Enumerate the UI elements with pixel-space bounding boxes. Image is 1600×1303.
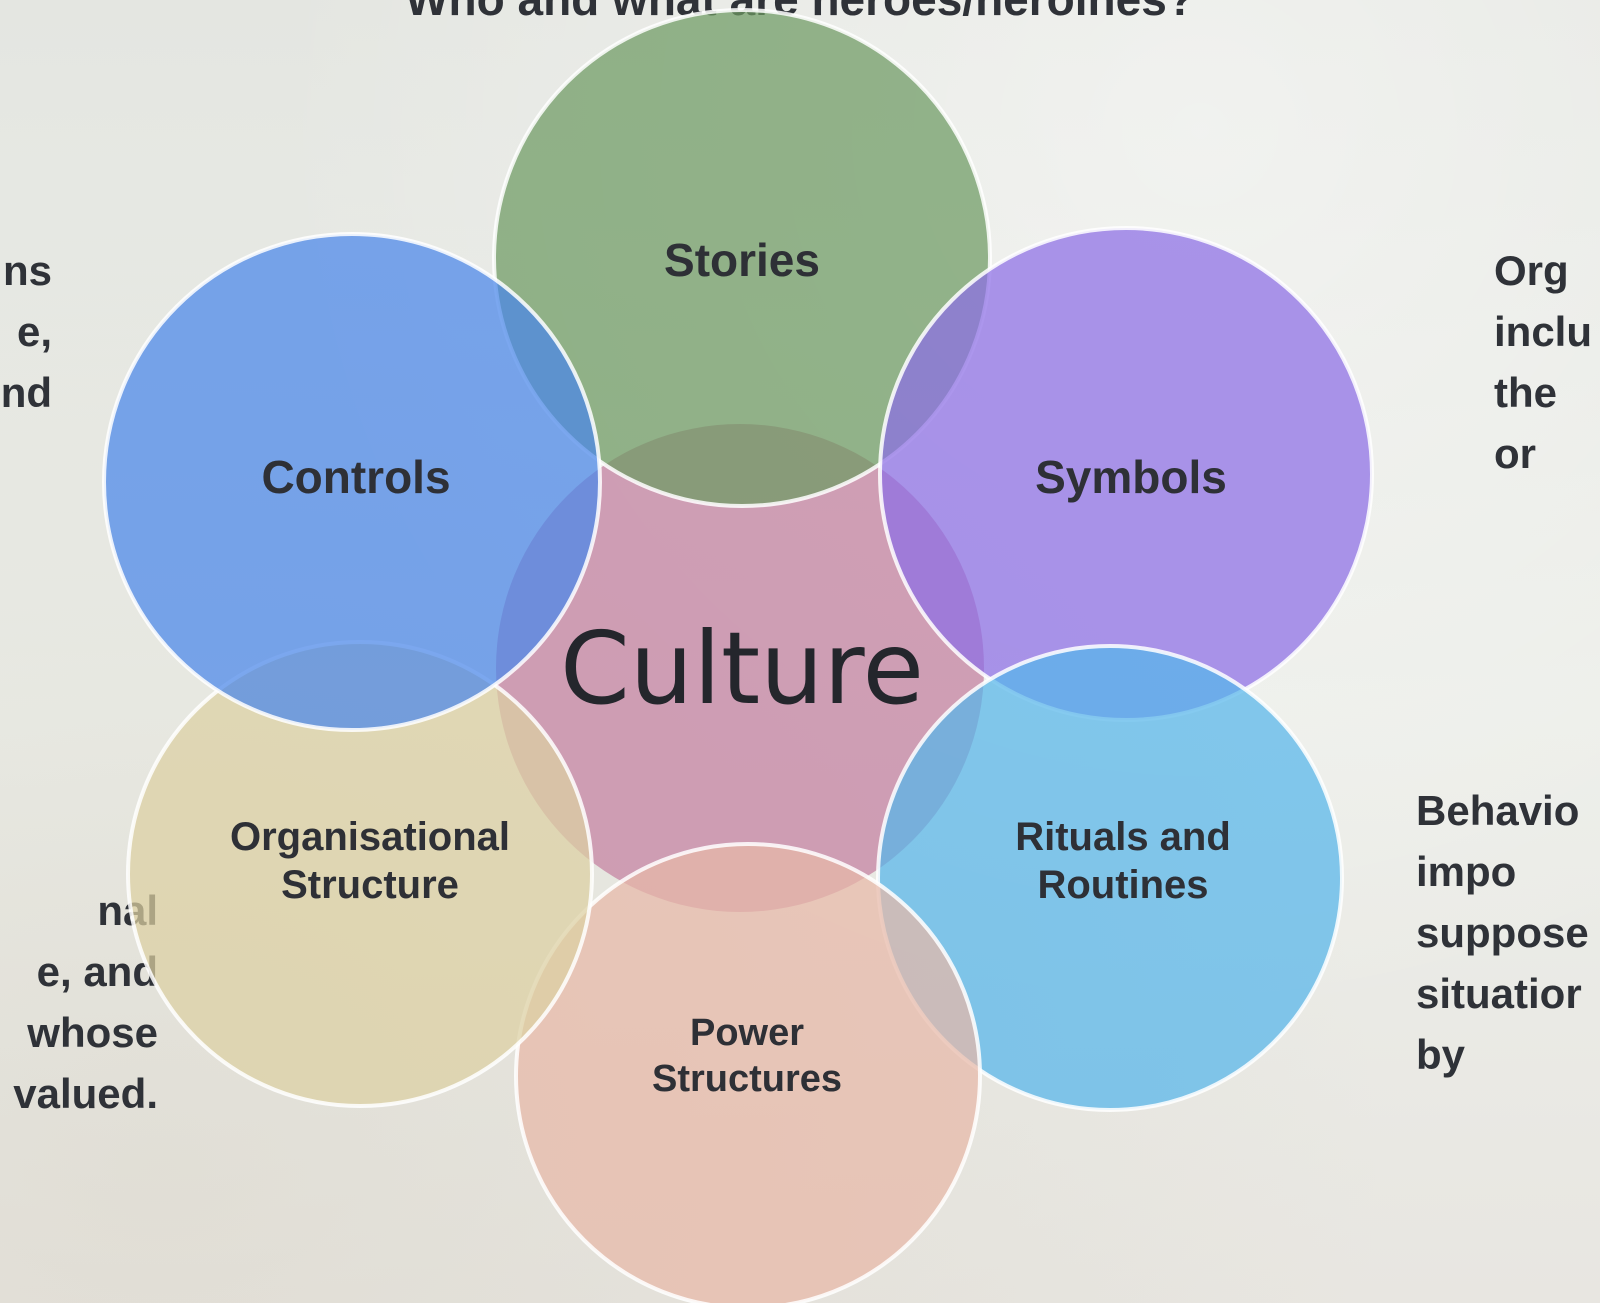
controls-label-line: Controls (261, 451, 450, 503)
side-line: the (1494, 369, 1557, 416)
center-layer (496, 424, 984, 912)
side-line: e, and (36, 948, 158, 995)
side-line: ns (2, 247, 52, 294)
rituals-label-line: Routines (1037, 863, 1208, 907)
side-line: situatior (1416, 970, 1582, 1017)
power-label-line: Structures (652, 1058, 842, 1100)
side-line: by (1416, 1031, 1466, 1078)
side-line: valued. (13, 1070, 158, 1117)
stories-label: Stories (664, 234, 820, 286)
side-line: or (1494, 430, 1536, 477)
controls-label: Controls (261, 451, 450, 503)
side-line: inclu (1494, 308, 1593, 355)
side-text-right-top: Org inclu the or (1494, 240, 1592, 484)
side-text-left-top: ns e, nd (1, 240, 52, 423)
side-line: Org (1494, 247, 1569, 294)
stories-circle (492, 8, 992, 508)
side-line: e, (16, 308, 52, 355)
symbols-label-line: Symbols (1035, 451, 1227, 503)
organisational-label-line: Organisational (230, 815, 510, 859)
symbols-label: Symbols (1035, 451, 1227, 503)
side-text-right-bottom: Behavio impo suppose situatior by (1416, 780, 1589, 1085)
culture-center-circle (496, 424, 984, 912)
side-line: impo (1416, 848, 1517, 895)
rituals-circle (876, 644, 1344, 1112)
side-line: suppose (1416, 909, 1589, 956)
side-line: Behavio (1416, 787, 1580, 834)
organisational-label-line: Structure (281, 863, 459, 907)
rituals-label-line: Rituals and (1015, 815, 1231, 859)
culture-label: Culture (560, 610, 924, 727)
side-line: nd (0, 369, 52, 416)
side-line: whose (27, 1009, 158, 1056)
circle-layer (102, 8, 1374, 1303)
power-circle (514, 842, 982, 1303)
controls-circle (102, 232, 602, 732)
stories-label-line: Stories (664, 234, 820, 286)
power-label-line: Power (690, 1012, 804, 1054)
